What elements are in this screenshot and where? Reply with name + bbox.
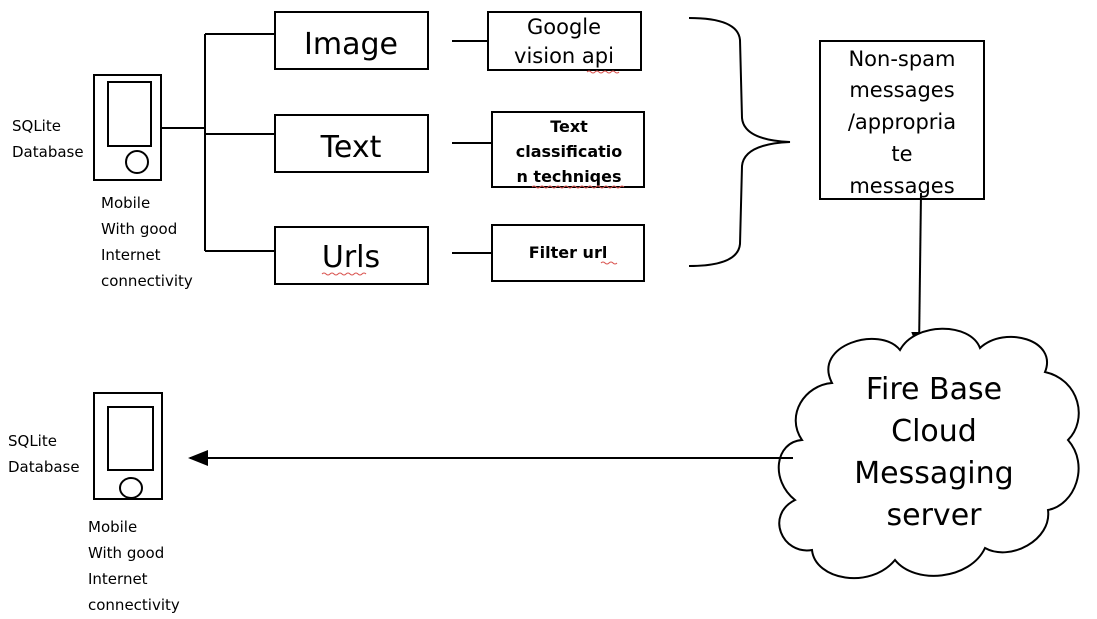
top-caption-4: connectivity [101, 272, 193, 290]
output-line-2: messages [849, 78, 954, 102]
input-image-box: Image [274, 11, 429, 70]
techniqes-spellcheck-squiggle [531, 185, 625, 189]
input-to-processor-connectors [452, 40, 492, 254]
bottom-db-label-2: Database [8, 458, 80, 476]
text-classification-line-3: n techniqes [516, 167, 621, 186]
url-spellcheck-squiggle [600, 261, 618, 265]
google-vision-box: Google vision api [487, 11, 642, 74]
top-caption-3: Internet [101, 246, 161, 264]
server-line-1: Fire Base [866, 372, 1002, 407]
top-phone-button [125, 150, 149, 174]
filter-url-box: Filter url [491, 224, 645, 282]
api-spellcheck-squiggle [586, 70, 620, 74]
urls-spellcheck-squiggle [321, 272, 367, 276]
output-line-1: Non-spam [848, 47, 955, 71]
text-classification-line-1: Text [550, 117, 588, 136]
firebase-cloud: Fire Base Cloud Messaging server [777, 327, 1080, 580]
top-mobile-device: SQLite Database Mobile With good Interne… [12, 74, 193, 290]
server-line-2: Cloud [891, 414, 977, 449]
top-db-label-2: Database [12, 143, 84, 161]
merge-curly-brace [688, 17, 791, 267]
top-phone-screen [107, 81, 152, 147]
top-caption-1: Mobile [101, 194, 150, 212]
output-line-5: messages [849, 174, 954, 198]
bottom-mobile-device: SQLite Database Mobile With good Interne… [8, 392, 180, 614]
top-caption-2: With good [101, 220, 177, 238]
bottom-phone-button [119, 477, 143, 499]
bottom-phone-screen [107, 406, 154, 471]
cloud-shape [777, 327, 1080, 580]
text-classification-line-2: classificatio [516, 142, 623, 161]
bottom-caption-1: Mobile [88, 518, 137, 536]
input-text-box: Text [274, 114, 429, 173]
filter-url-label: Filter url [529, 243, 608, 262]
bottom-caption-4: connectivity [88, 596, 180, 614]
server-line-4: server [887, 498, 983, 533]
input-urls-box: Urls [274, 226, 429, 285]
top-db-label-1: SQLite [12, 117, 61, 135]
input-urls-label: Urls [322, 240, 380, 275]
google-vision-line-1: Google [527, 15, 601, 39]
non-spam-messages-box: Non-spam messages /appropria te messages [819, 40, 985, 200]
text-classification-box: Text classificatio n techniqes [491, 111, 645, 189]
bottom-caption-3: Internet [88, 570, 148, 588]
output-to-server-arrow [911, 192, 928, 352]
input-image-label: Image [304, 27, 398, 62]
output-line-3: /appropria [848, 110, 956, 134]
server-line-3: Messaging [854, 456, 1013, 491]
bottom-caption-2: With good [88, 544, 164, 562]
google-vision-line-2: vision api [514, 44, 614, 68]
input-text-label: Text [320, 130, 382, 165]
bottom-db-label-1: SQLite [8, 432, 57, 450]
branch-connectors [161, 33, 275, 252]
output-line-4: te [891, 142, 912, 166]
